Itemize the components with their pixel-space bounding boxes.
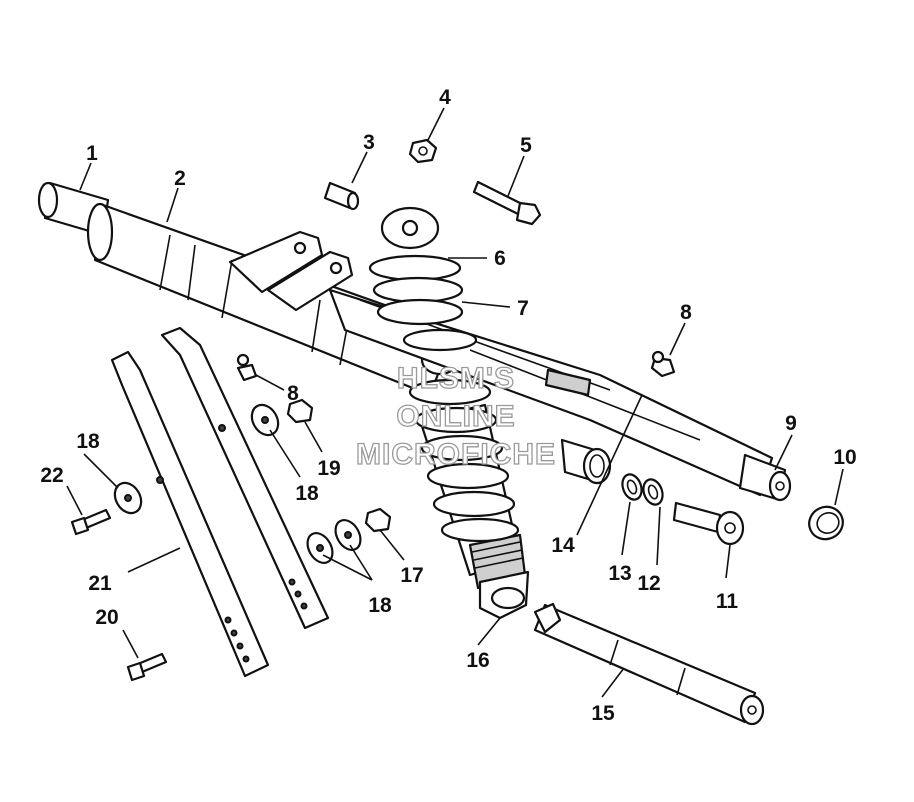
callout-4: 4 — [439, 86, 451, 109]
callout-5: 5 — [520, 134, 532, 157]
part-3-sleeve — [323, 181, 360, 211]
callout-11: 11 — [716, 590, 739, 613]
callout-numbers: 1 2 3 4 5 6 7 8 8 9 10 11 12 13 14 15 16… — [40, 86, 856, 725]
part-17-nut — [364, 507, 392, 533]
part-21-rail-front — [110, 350, 270, 678]
callout-13: 13 — [608, 562, 631, 585]
part-2-swing-arm-tube — [86, 202, 460, 397]
part-5-bolt — [472, 180, 542, 226]
part-22-bolt — [70, 508, 112, 536]
part-10-ring — [808, 505, 844, 541]
callout-15: 15 — [591, 702, 615, 725]
callout-18-upper: 18 — [295, 482, 319, 505]
part-18-washer-left — [113, 481, 143, 515]
part-4-nut — [408, 138, 438, 164]
watermark-line-3: MICROFICHE — [356, 438, 556, 471]
part-15-axle — [533, 602, 765, 726]
callout-22: 22 — [40, 464, 63, 487]
callout-3: 3 — [363, 131, 375, 154]
part-20-bolt — [126, 652, 168, 682]
part-8-grease-fitting-upper — [650, 350, 676, 378]
callout-8-upper: 8 — [680, 301, 692, 324]
part-19-nut — [286, 398, 314, 424]
callout-19: 19 — [317, 457, 340, 480]
leader-lines — [66, 107, 844, 698]
callout-6: 6 — [494, 247, 506, 270]
part-12-washer — [642, 478, 664, 506]
part-6-spring — [368, 206, 520, 543]
part-18-washer-upper — [250, 403, 280, 437]
part-8-grease-fitting-lower — [236, 353, 258, 382]
callout-12: 12 — [637, 572, 660, 595]
callout-16: 16 — [466, 649, 489, 672]
part-11-cap-screw — [672, 501, 745, 546]
callout-18-left: 18 — [76, 430, 100, 453]
part-18-washer-pair — [306, 518, 362, 565]
part-14-bushing — [560, 438, 612, 485]
callout-2: 2 — [174, 167, 186, 190]
callout-7: 7 — [517, 297, 529, 320]
callout-1: 1 — [86, 142, 98, 165]
callout-10: 10 — [833, 446, 856, 469]
watermark: HLSM'S ONLINE MICROFICHE — [355, 361, 556, 471]
callout-9: 9 — [785, 412, 797, 435]
callout-21: 21 — [88, 572, 112, 595]
watermark-line-1: HLSM'S — [397, 362, 515, 395]
callout-17: 17 — [400, 564, 423, 587]
callout-8-lower: 8 — [287, 382, 299, 405]
callout-20: 20 — [95, 606, 118, 629]
callout-18-lower: 18 — [368, 594, 392, 617]
callout-14: 14 — [551, 534, 575, 557]
watermark-line-2: ONLINE — [396, 400, 515, 433]
part-21-rail-rear — [160, 326, 330, 630]
part-13-washer — [621, 473, 643, 501]
